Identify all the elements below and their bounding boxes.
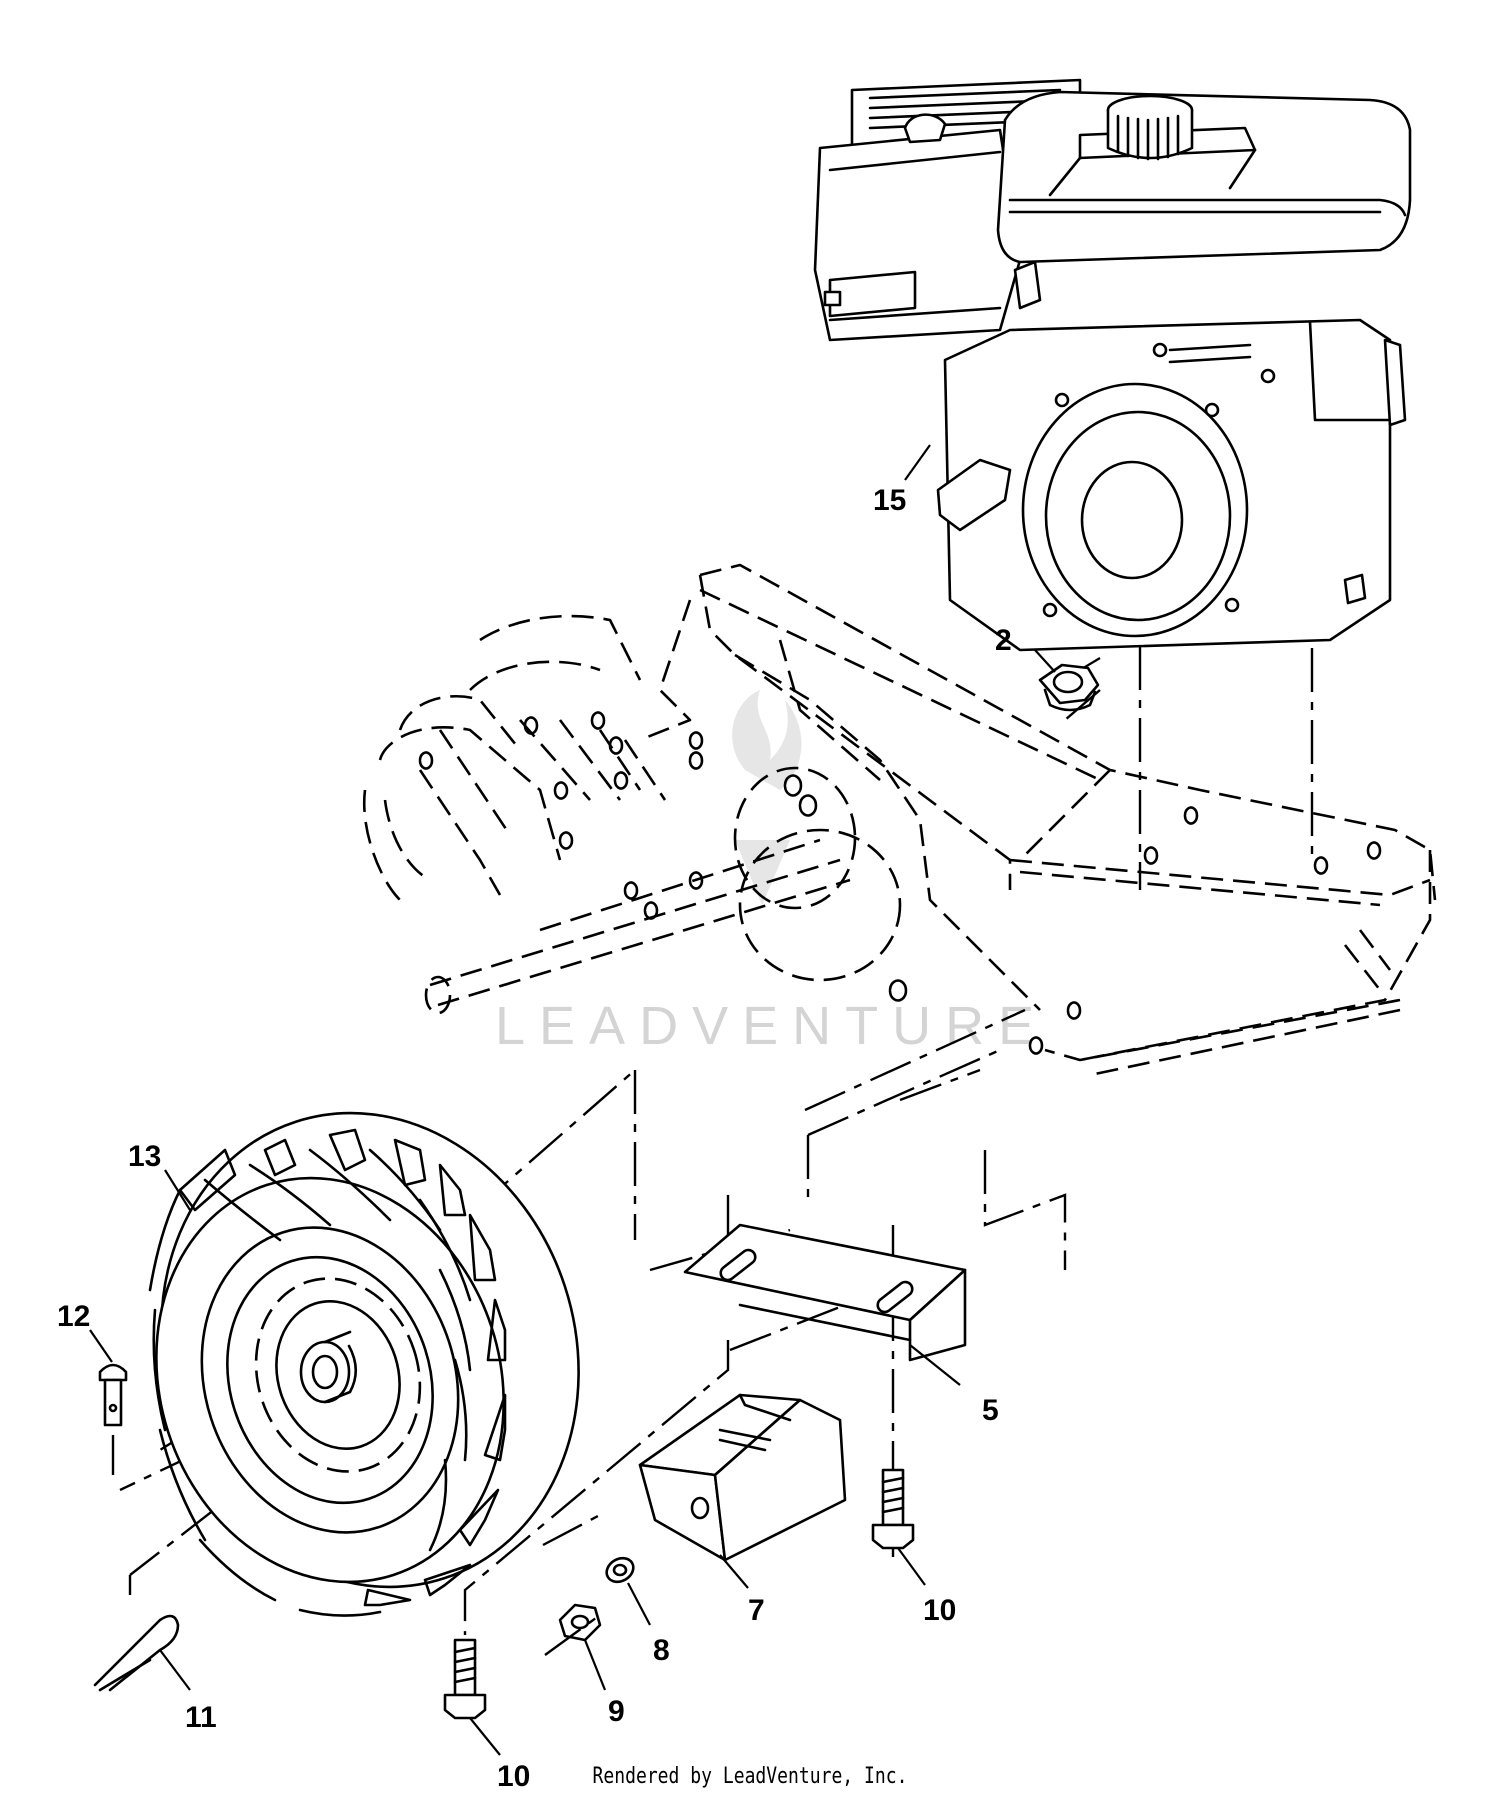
callout-2: 2 [995, 624, 1012, 657]
callouts: 15 2 13 12 5 7 10 8 9 11 10 [57, 484, 1012, 1793]
part-7-weight [638, 1393, 847, 1589]
watermark-text: LEADVENTURE [495, 996, 1048, 1056]
part-11-hairpin-clip [93, 1614, 191, 1692]
part-8-washer [605, 1556, 651, 1626]
engine [813, 78, 1412, 890]
part-12-clevis-pin [89, 1329, 128, 1427]
wheel-tire [148, 1111, 580, 1617]
part-5-bracket [683, 1223, 967, 1386]
callout-15: 15 [873, 484, 906, 517]
callout-8: 8 [653, 1634, 670, 1667]
part-2-flange-nut [1034, 649, 1101, 721]
callout-11: 11 [185, 1701, 217, 1734]
callout-13: 13 [128, 1140, 161, 1173]
callout-12: 12 [57, 1300, 90, 1333]
part-9-hex-nut [544, 1603, 607, 1691]
footer-credit: Rendered by LeadVenture, Inc. [592, 1764, 908, 1789]
tiller-frame-phantom [362, 563, 1437, 1077]
watermark: LEADVENTURE [495, 690, 1048, 1056]
callout-10-right: 10 [923, 1594, 956, 1627]
callout-leaders [164, 444, 931, 1211]
callout-9: 9 [608, 1695, 625, 1728]
part-10-bolt-right [871, 1468, 926, 1586]
part-10-bolt-left [443, 1638, 501, 1756]
callout-5: 5 [982, 1394, 999, 1427]
callout-10-left: 10 [497, 1760, 530, 1793]
callout-7: 7 [748, 1594, 765, 1627]
